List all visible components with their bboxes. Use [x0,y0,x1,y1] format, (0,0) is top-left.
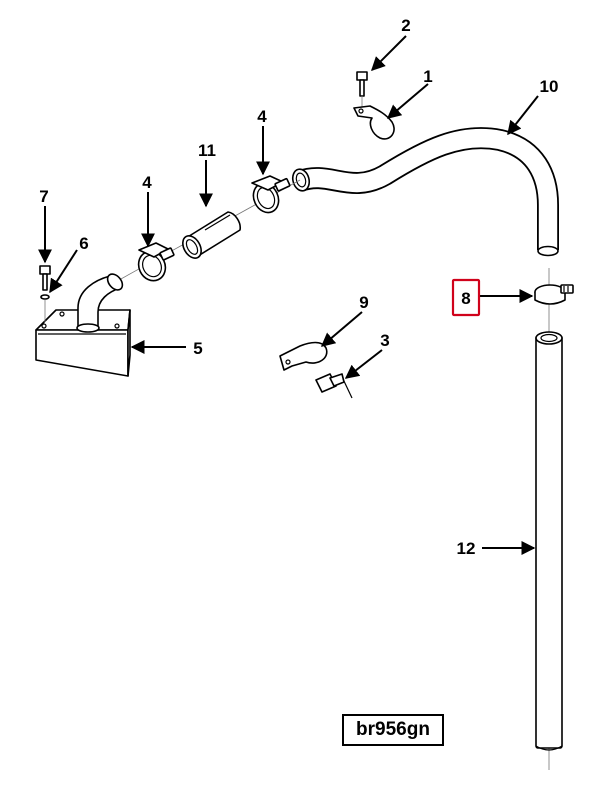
callout-10[interactable]: 10 [540,77,559,96]
part-12-tube[interactable] [535,330,563,770]
part-10-bent-hose[interactable] [290,127,559,257]
diagram-code-label: br956gn [342,714,444,746]
part-11-coupling-sleeve[interactable] [179,211,241,261]
callout-2[interactable]: 2 [401,16,410,35]
part-1-p-clip[interactable] [353,105,395,140]
callout-9[interactable]: 9 [359,293,368,312]
part-5-housing[interactable] [35,271,131,377]
callout-12[interactable]: 12 [457,539,476,558]
callout-11[interactable]: 11 [198,141,216,160]
callout-8-highlight-box [451,278,481,317]
callout-5[interactable]: 5 [193,339,202,358]
callout-4-right[interactable]: 4 [257,107,267,126]
part-8-hose-clamp[interactable] [534,268,574,330]
callout-4-left[interactable]: 4 [142,173,152,192]
part-4-hose-clamp-right[interactable] [249,175,291,217]
part-6-washer[interactable] [40,294,50,300]
part-3-sensor[interactable] [315,373,353,399]
callout-7[interactable]: 7 [39,187,48,206]
callout-1[interactable]: 1 [423,67,432,86]
part-9-p-clip[interactable] [279,341,328,371]
callout-8[interactable]: 8 [461,289,470,308]
callout-labels: 1 2 3 4 4 5 6 7 9 10 11 12 8 [39,16,558,558]
part-4-hose-clamp-left[interactable] [134,242,175,285]
leader-arrows [38,35,539,555]
callout-6[interactable]: 6 [79,234,88,253]
part-2-bolt[interactable] [356,71,368,110]
callout-3[interactable]: 3 [380,331,389,350]
part-7-bolt[interactable] [39,265,51,322]
